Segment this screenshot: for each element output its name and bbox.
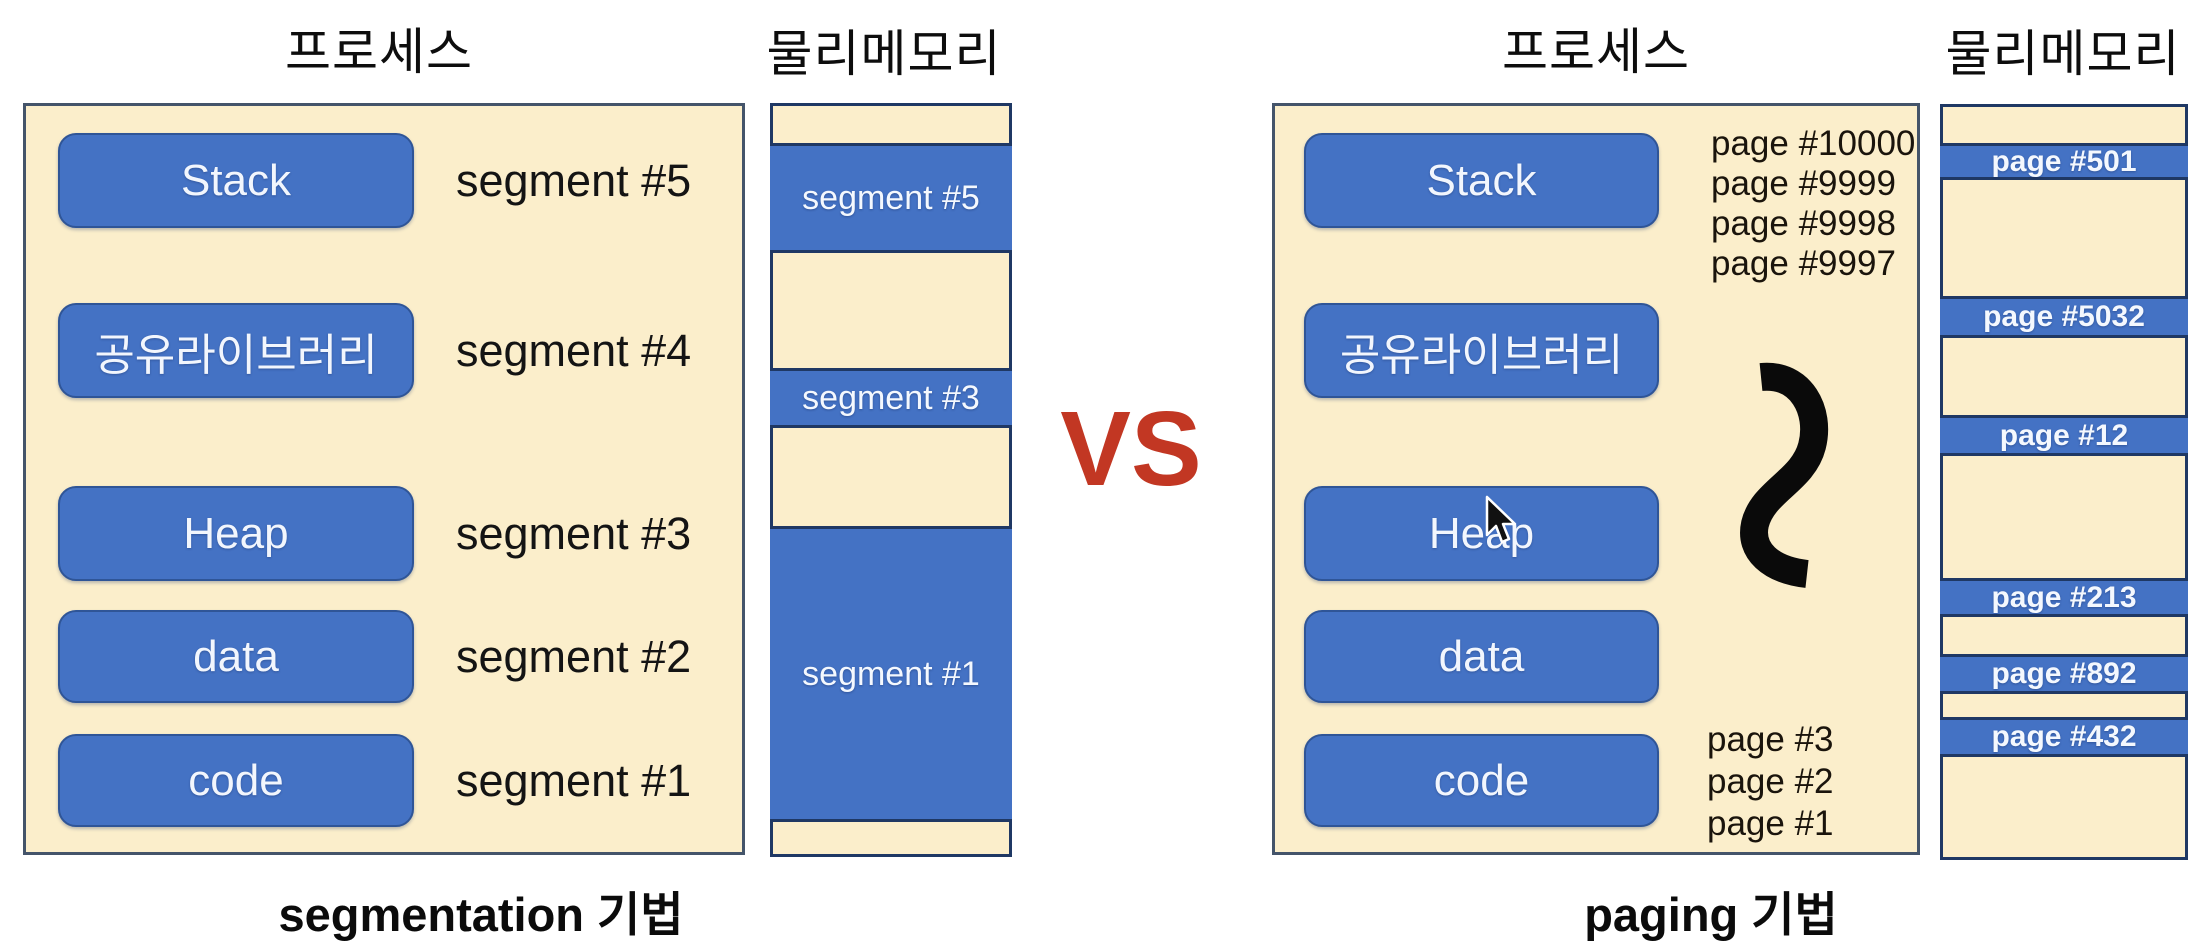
process-block-heap: Heap	[58, 486, 414, 581]
left-process-title: 프로세스	[285, 24, 473, 80]
process-block-shared-library: 공유라이브러리	[1304, 303, 1659, 398]
right-process-title: 프로세스	[1502, 24, 1690, 80]
vs-label: VS	[1060, 390, 1202, 508]
page-label: page #2	[1707, 762, 1834, 801]
memory-strip-segment-3: segment #3	[770, 368, 1012, 428]
memory-strip-page-432: page #432	[1940, 717, 2188, 757]
process-block-stack: Stack	[1304, 133, 1659, 228]
segmentation-process-box: Stack 공유라이브러리 Heap data code segment #5 …	[23, 103, 745, 855]
process-block-data: data	[58, 610, 414, 703]
process-block-code: code	[1304, 734, 1659, 827]
page-label: page #10000	[1711, 124, 1916, 163]
right-memory-title: 물리메모리	[1945, 26, 2181, 82]
memory-strip-page-892: page #892	[1940, 654, 2188, 694]
process-block-data: data	[1304, 610, 1659, 703]
process-block-stack: Stack	[58, 133, 414, 228]
memory-strip-page-501: page #501	[1940, 143, 2188, 180]
segment-label-2: segment #2	[456, 630, 692, 682]
page-label: page #9999	[1711, 164, 1896, 203]
page-label: page #9997	[1711, 244, 1896, 283]
page-label: page #1	[1707, 804, 1834, 843]
squiggle-icon	[1740, 362, 1829, 588]
paging-process-box: Stack 공유라이브러리 Heap data code page #10000…	[1272, 103, 1920, 855]
mouse-cursor-icon	[1485, 495, 1517, 544]
segment-label-1: segment #1	[456, 754, 692, 806]
memory-strip-page-5032: page #5032	[1940, 296, 2188, 338]
segmentation-caption: segmentation 기법	[278, 888, 684, 941]
memory-strip-page-12: page #12	[1940, 415, 2188, 456]
paging-memory-column: page #501 page #5032 page #12 page #213 …	[1940, 104, 2188, 860]
code-page-list: page #3 page #2 page #1	[1707, 719, 1834, 845]
process-block-heap: Heap	[1304, 486, 1659, 581]
page-label: page #9998	[1711, 204, 1896, 243]
left-memory-title: 물리메모리	[766, 26, 1002, 82]
memory-strip-page-213: page #213	[1940, 578, 2188, 617]
segment-label-5: segment #5	[456, 154, 692, 206]
page-label: page #3	[1707, 720, 1834, 759]
segment-label-3: segment #3	[456, 507, 692, 559]
stack-page-list: page #10000 page #9999 page #9998 page #…	[1711, 124, 1915, 284]
segmentation-memory-column: segment #5 segment #3 segment #1	[770, 103, 1012, 857]
memory-strip-segment-5: segment #5	[770, 143, 1012, 253]
memory-strip-segment-1: segment #1	[770, 526, 1012, 822]
process-block-code: code	[58, 734, 414, 827]
segment-label-4: segment #4	[456, 324, 692, 376]
paging-caption: paging 기법	[1584, 888, 1838, 941]
process-block-shared-library: 공유라이브러리	[58, 303, 414, 398]
